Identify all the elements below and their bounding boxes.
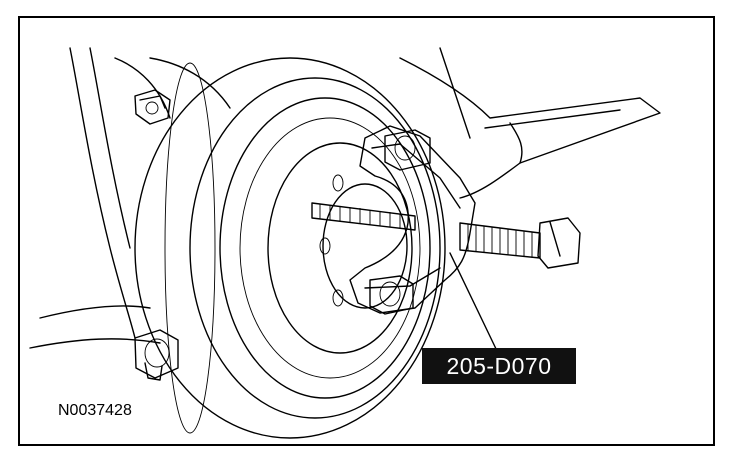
suspension-arm (399, 47, 661, 199)
control-arm-left (29, 47, 231, 349)
lug-nut-bottom (369, 275, 414, 315)
illustration-frame: 205-D070 N0037428 (18, 16, 715, 446)
tie-rod-end (134, 329, 179, 381)
hub-puller-illustration (29, 47, 661, 439)
bolt-top-left (134, 89, 171, 125)
tool-number-callout: 205-D070 (422, 348, 576, 384)
forcing-screw (459, 217, 581, 269)
lug-nut-top (384, 129, 431, 171)
callout-leader (449, 252, 499, 354)
wheel-hub (319, 174, 408, 309)
brake-rotor (134, 57, 446, 439)
threaded-stud (311, 202, 416, 231)
figure-id: N0037428 (58, 402, 132, 419)
